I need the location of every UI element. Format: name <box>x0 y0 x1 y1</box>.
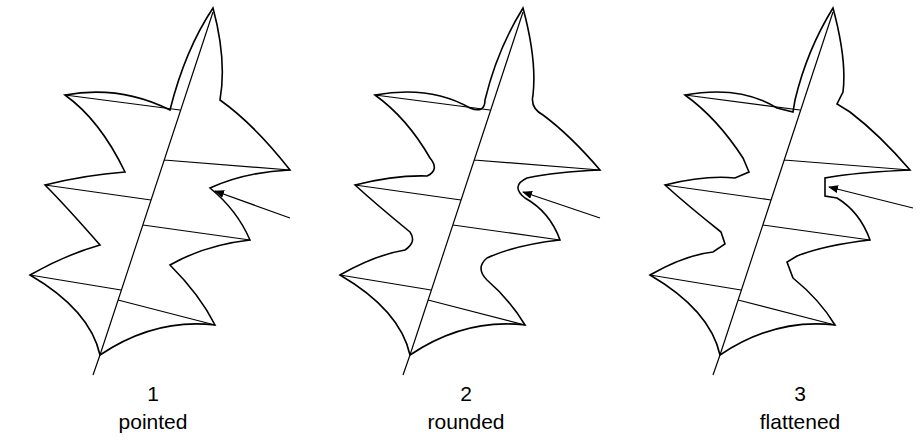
rounded-leaf <box>340 8 600 375</box>
figure-number: 2 <box>460 382 472 405</box>
figure-number: 1 <box>147 382 159 405</box>
sinus-type-label: rounded <box>427 410 504 433</box>
sinus-type-label: pointed <box>119 410 188 433</box>
flattened-leaf <box>650 8 913 375</box>
sinus-type-label: flattened <box>760 410 841 433</box>
figure-number: 3 <box>794 382 806 405</box>
pointed-leaf <box>30 8 290 375</box>
